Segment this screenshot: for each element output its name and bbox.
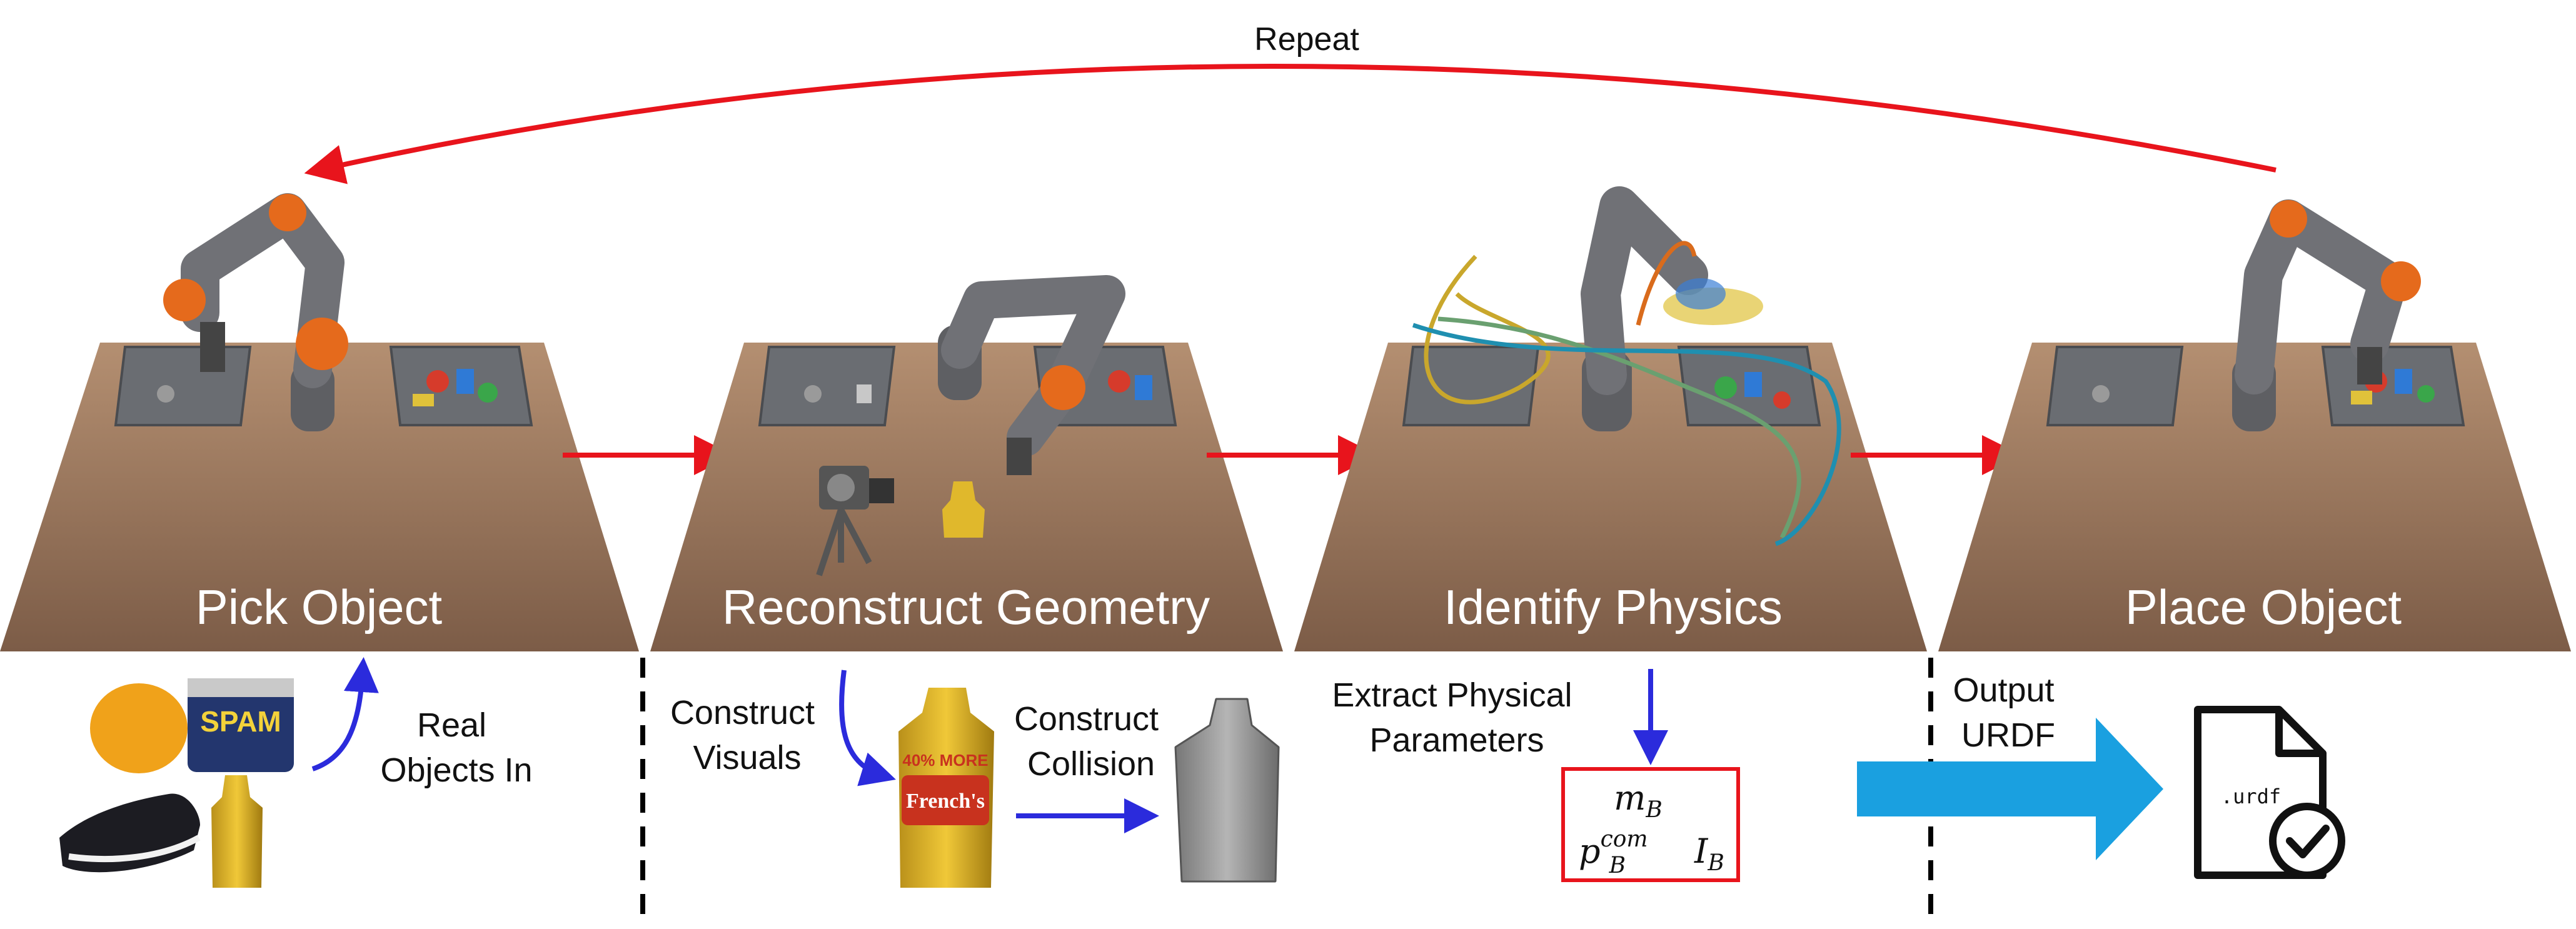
stage-title-reconstruct-geometry: Reconstruct Geometry — [722, 580, 1210, 635]
arrow-real-objects — [311, 657, 379, 771]
checkmark-icon — [2269, 803, 2345, 879]
urdf-file-icon: .urdf — [2194, 706, 2345, 879]
bin-left — [114, 346, 252, 426]
bin-left — [2046, 346, 2184, 426]
bin-right — [2321, 346, 2465, 426]
stage-reconstruct-geometry: Reconstruct Geometry — [650, 275, 1283, 651]
robot-arm — [1581, 186, 1763, 431]
caption-real-objects: Real Objects In — [380, 706, 532, 789]
bin-left — [1402, 346, 1540, 426]
spam-label: SPAM — [200, 705, 281, 738]
file-extension: .urdf — [2221, 785, 2281, 808]
tomato-object — [90, 683, 188, 773]
objects-in-bin — [804, 370, 1152, 403]
stage-title-identify-physics: Identify Physics — [1444, 580, 1783, 635]
spam-can — [188, 678, 294, 772]
arrow-construct-visuals — [839, 670, 896, 786]
mustard-bottle-small — [211, 775, 263, 888]
bin-left — [758, 346, 896, 426]
robot-arm — [2232, 199, 2421, 431]
label-40-more: 40% MORE — [902, 751, 988, 770]
stage-title-pick-object: Pick Object — [196, 580, 443, 635]
real-objects-group: SPAM — [59, 657, 379, 888]
camera-on-tripod — [816, 466, 894, 576]
trajectory-curves — [1412, 241, 1841, 546]
param-inertia: IB — [1694, 831, 1724, 876]
robot-arm — [163, 193, 348, 431]
stage-pick-object: Pick Object — [0, 193, 639, 651]
repeat-label: Repeat — [1254, 21, 1359, 58]
param-mass: mB — [1614, 778, 1663, 823]
label-frenchs: French's — [906, 790, 985, 813]
mustard-bottle-small — [942, 481, 985, 538]
stage-place-object: Place Object — [1938, 199, 2571, 651]
stage-title-place-object: Place Object — [2125, 580, 2402, 635]
repeat-arrow — [304, 64, 2277, 184]
params-box — [1561, 767, 1740, 882]
caption-construct-visuals: Construct Visuals — [670, 694, 824, 776]
mustard-bottle-visual: 40% MORE French's — [898, 688, 994, 888]
output-arrow — [1857, 718, 2163, 860]
objects-in-bin — [157, 369, 498, 406]
collision-mesh — [1174, 698, 1280, 883]
robot-arm — [938, 275, 1125, 475]
stage-identify-physics: Identify Physics — [1294, 186, 1927, 651]
caption-output-urdf: Output URDF — [1953, 671, 2063, 754]
caption-extract-params: Extract Physical Parameters — [1332, 676, 1581, 759]
caption-construct-collision: Construct Collision — [1014, 700, 1168, 783]
objects-in-bin — [1714, 372, 1791, 409]
